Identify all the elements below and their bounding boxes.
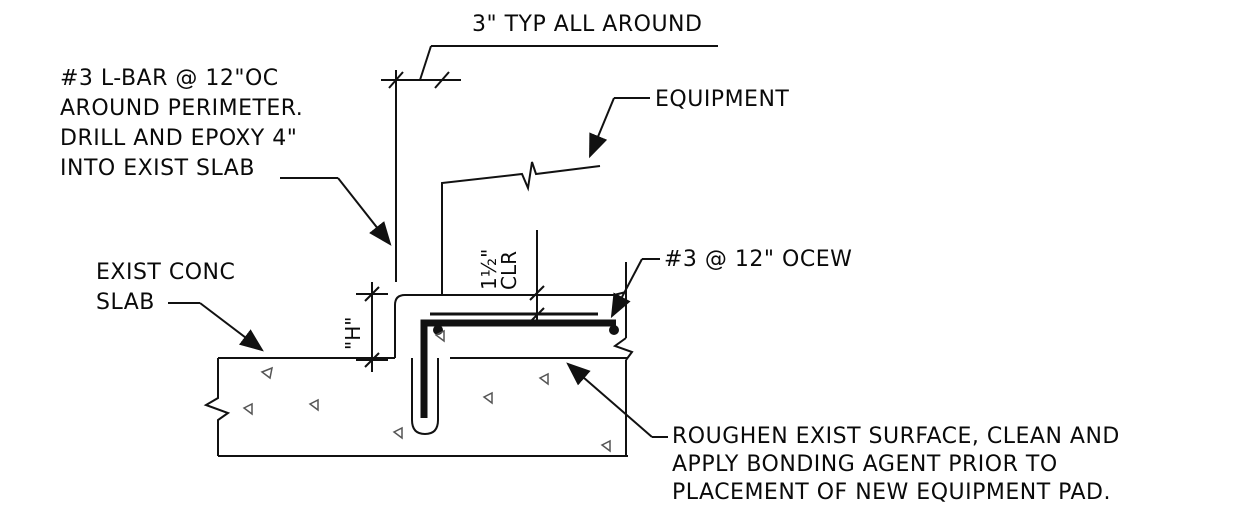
lbar-leader xyxy=(337,177,392,246)
ocew-leader xyxy=(610,258,643,319)
equipment-outline xyxy=(441,161,601,294)
lbar-note-line-2: AROUND PERIMETER. xyxy=(60,96,304,121)
equipment-leader xyxy=(589,97,615,159)
slab-leader xyxy=(199,302,264,352)
roughen-leader xyxy=(566,362,653,438)
equipment-note: EQUIPMENT xyxy=(655,87,790,112)
leaders xyxy=(168,97,668,438)
roughen-note-line-1: ROUGHEN EXIST SURFACE, CLEAN AND xyxy=(672,424,1120,449)
rebar-ocew-note: #3 @ 12" OCEW xyxy=(664,247,853,272)
rebar xyxy=(420,312,619,418)
clr-text-label: CLR xyxy=(497,250,521,290)
h-dimension-label: "H" xyxy=(341,316,365,350)
lbar-note-line-3: DRILL AND EPOXY 4" xyxy=(60,126,298,151)
typ-all-around-note: 3" TYP ALL AROUND xyxy=(472,12,703,37)
lbar-note-line-1: #3 L-BAR @ 12"OC xyxy=(60,66,279,91)
typ-dimension xyxy=(381,45,718,282)
clr-dimension xyxy=(529,230,545,326)
lbar-note-line-4: INTO EXIST SLAB xyxy=(60,156,255,181)
equipment-pad xyxy=(394,291,627,436)
exist-slab-note-line-2: SLAB xyxy=(96,290,155,315)
concrete-hatch xyxy=(242,329,611,453)
exist-slab-note-line-1: EXIST CONC xyxy=(96,260,236,285)
existing-slab xyxy=(203,357,628,457)
roughen-note-line-2: APPLY BONDING AGENT PRIOR TO xyxy=(672,452,1058,477)
h-dimension xyxy=(356,282,388,372)
roughen-note-line-3: PLACEMENT OF NEW EQUIPMENT PAD. xyxy=(672,480,1111,505)
